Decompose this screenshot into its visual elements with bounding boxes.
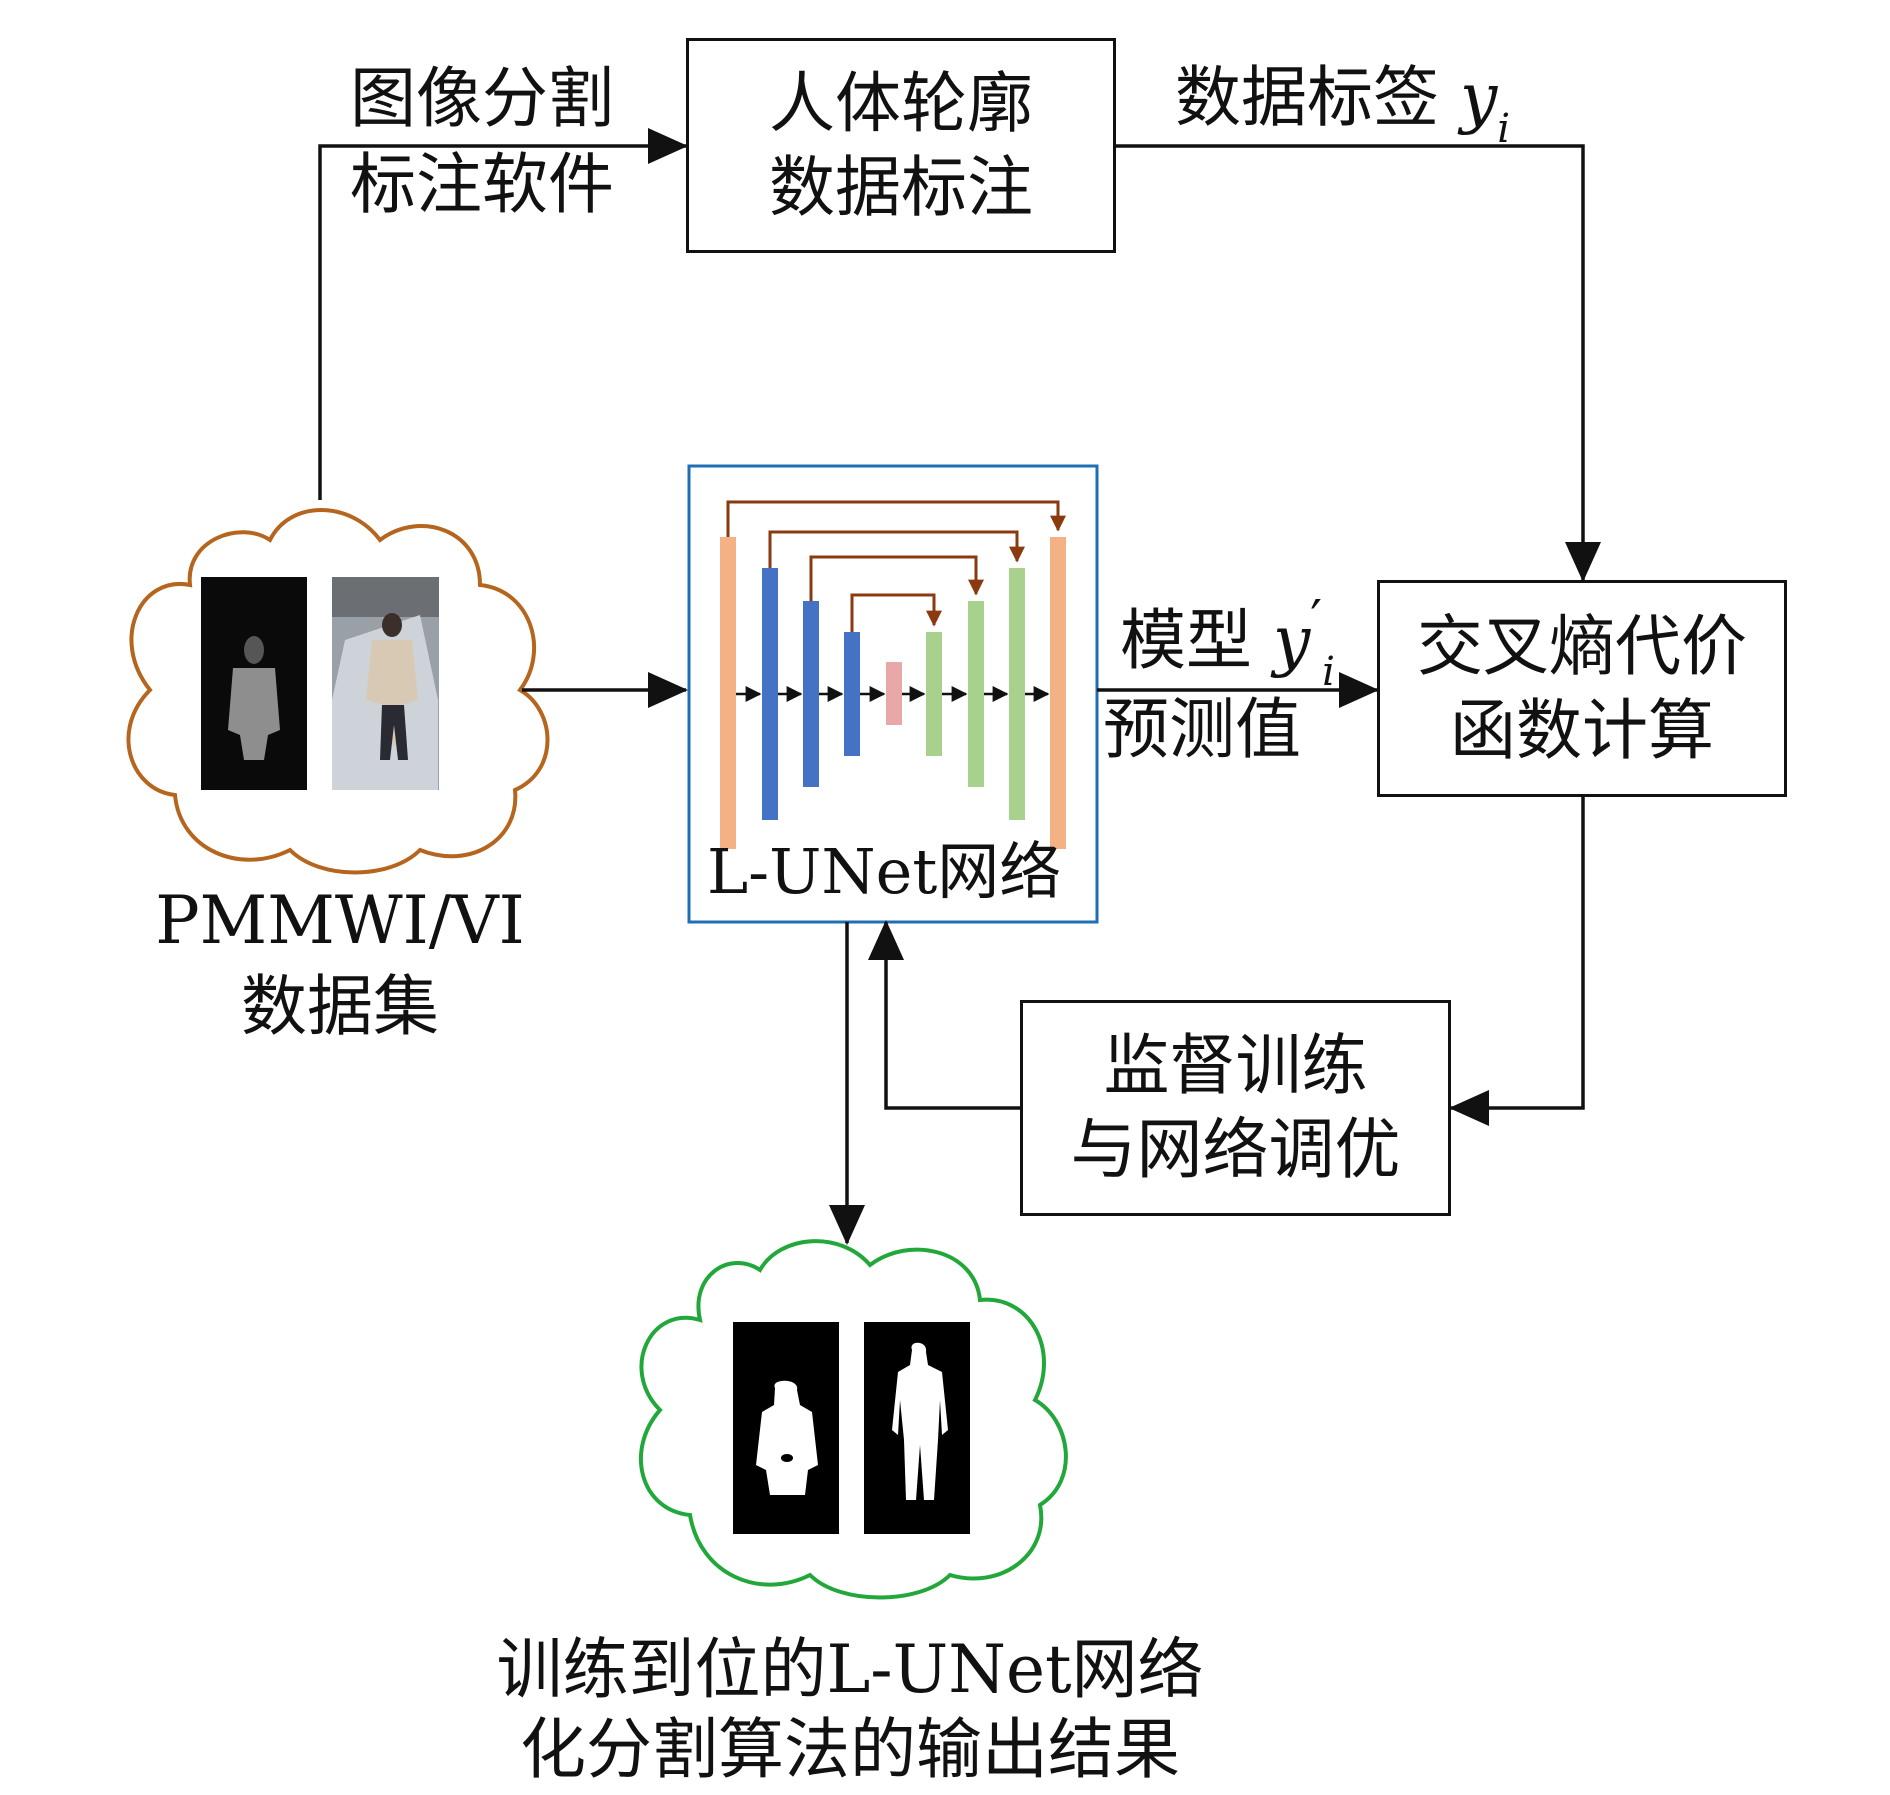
dataset-line2: 数据集 (241, 968, 439, 1045)
cross-entropy-line1: 交叉熵代价 (1417, 607, 1747, 685)
annotation-software-line2: 标注软件 (350, 146, 614, 223)
output-caption: 训练到位的L-UNet网络 化分割算法的输出结果 (480, 1630, 1220, 1790)
layer-orange-2 (1050, 537, 1066, 849)
cross-entropy-box: 交叉熵代价 函数计算 (1377, 580, 1787, 797)
arrow-labels-to-loss (1115, 144, 1601, 582)
data-label-var: y (1459, 59, 1498, 136)
arrow-loss-to-training (1449, 797, 1585, 1126)
model-sub: i (1322, 649, 1335, 695)
skip-connection-3 (809, 555, 984, 601)
output-cloud (638, 1239, 1068, 1600)
input-cloud (126, 508, 550, 875)
layer-green-1 (926, 632, 942, 756)
layer-blue-3 (844, 632, 860, 756)
layer-blue-1 (762, 568, 778, 820)
cross-entropy-line2: 函数计算 (1450, 691, 1714, 769)
supervised-training-line2: 与网络调优 (1070, 1111, 1401, 1188)
skip-connection-2 (768, 530, 1025, 568)
arrow-dataset-to-annotation (318, 128, 688, 500)
contour-annotation-line2: 数据标注 (769, 148, 1033, 226)
supervised-training-line1: 监督训练 (1103, 1027, 1368, 1104)
annotation-software-label: 图像分割 标注软件 (350, 56, 614, 228)
output-caption-line1: 训练到位的L-UNet网络 (496, 1631, 1204, 1708)
layer-green-2 (968, 601, 984, 787)
prediction-label: 预测值 (1103, 687, 1301, 773)
layer-blue-2 (803, 601, 819, 787)
data-label-text: 数据标签 (1175, 59, 1439, 136)
dataset-label: PMMWI/VI 数据集 (140, 878, 540, 1050)
skip-connection-1 (726, 500, 1066, 537)
layer-orange-1 (720, 537, 736, 849)
model-text: 模型 (1120, 602, 1252, 679)
layer-pink (886, 662, 902, 725)
model-var: y (1272, 602, 1311, 679)
output-caption-line2: 化分割算法的输出结果 (520, 1711, 1180, 1788)
data-label-sub: i (1497, 106, 1511, 152)
layer-green-3 (1009, 568, 1025, 820)
network-caption: L-UNet网络 (707, 829, 1061, 915)
arrow-training-to-network (868, 920, 1020, 1110)
model-sup: ′ (1310, 590, 1323, 650)
contour-annotation-box: 人体轮廓 数据标注 (686, 38, 1116, 253)
network-caption-text: L-UNet网络 (707, 835, 1062, 908)
data-label-label: 数据标签 yi (1175, 55, 1511, 152)
model-prediction-label: 模型 y′i (1120, 590, 1335, 695)
dataset-line1: PMMWI/VI (155, 882, 525, 959)
contour-annotation-line1: 人体轮廓 (769, 64, 1033, 142)
annotation-software-line1: 图像分割 (350, 60, 614, 137)
prediction-text: 预测值 (1103, 691, 1301, 768)
skip-connection-4 (850, 593, 942, 632)
supervised-training-box: 监督训练 与网络调优 (1020, 1000, 1451, 1216)
